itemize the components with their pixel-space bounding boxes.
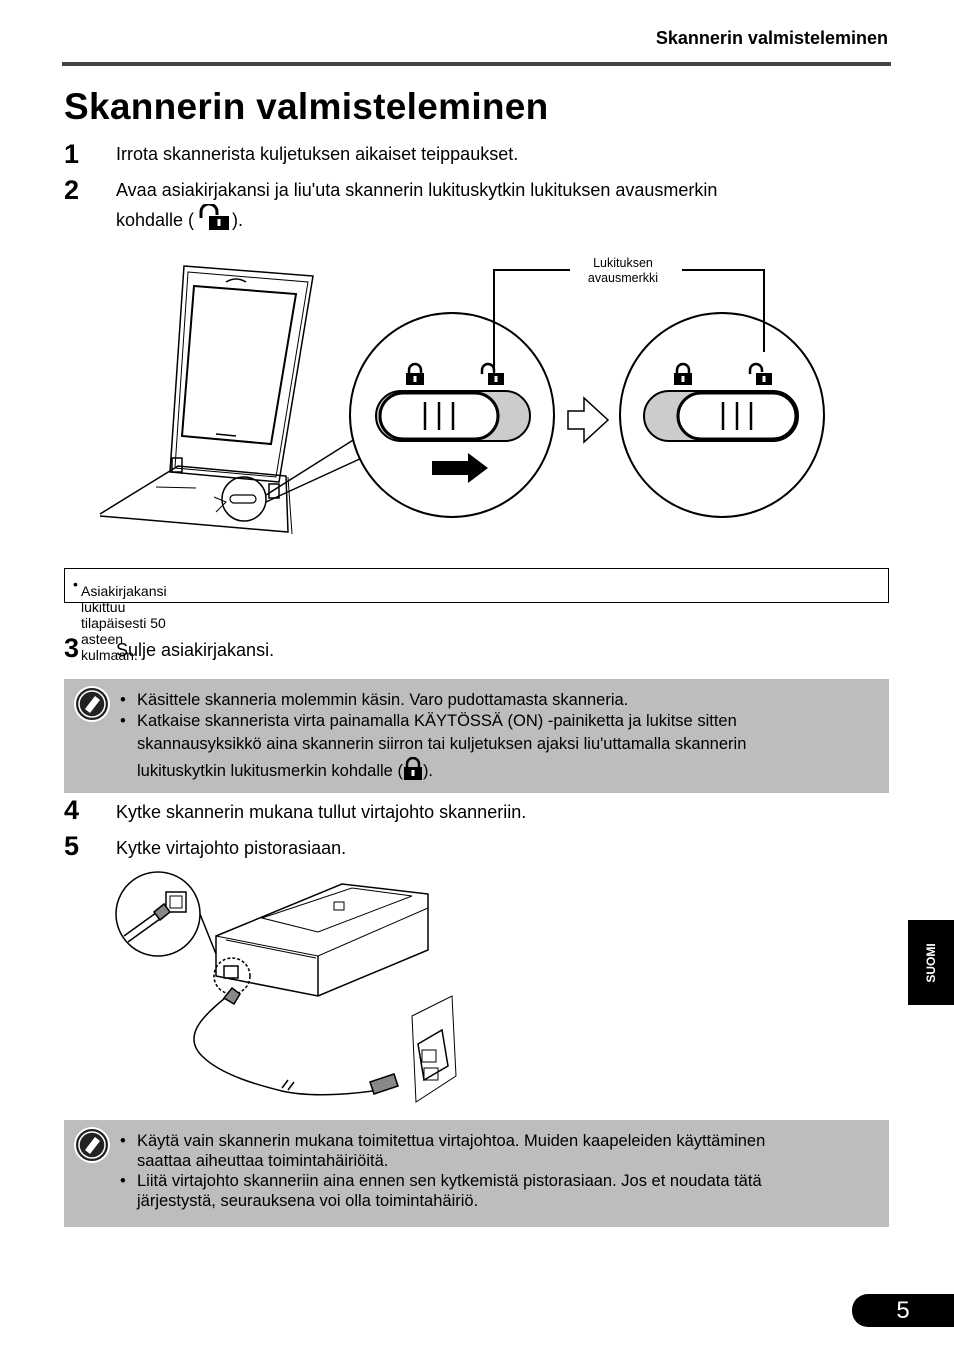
step-3-text: Sulje asiakirjakansi. (116, 640, 275, 660)
unlock-icon (748, 362, 772, 385)
caution-icon (74, 1127, 110, 1163)
caution-item-continued: skannausyksikkö aina skannerin siirron t… (137, 735, 747, 753)
header-rule (62, 62, 891, 66)
step-5-number: 5 (64, 831, 80, 861)
lock-switch-illustration (99, 265, 825, 534)
step-4-text: Kytke skannerin mukana tullut virtajohto… (116, 802, 527, 822)
running-header: Skannerin valmisteleminen (655, 28, 888, 48)
note-bullet: • Asiakirjakansi lukittuu tilapäisesti 5… (73, 576, 167, 663)
step-2-number: 2 (64, 175, 80, 205)
caution-item: Käsittele skanneria molemmin käsin. Varo… (120, 690, 746, 711)
caution-box: Käytä vain skannerin mukana toimitettua … (64, 1120, 889, 1227)
caution-item-continued: lukituskytkin lukitusmerkin kohdalle ( )… (120, 756, 746, 784)
step-2-text-post: ). (232, 210, 244, 230)
callout-line (682, 269, 765, 352)
caution-box: Käsittele skanneria molemmin käsin. Varo… (64, 679, 889, 793)
page-number-badge: 5 (852, 1294, 954, 1327)
lock-icon (406, 362, 424, 385)
right-arrow-icon (432, 453, 488, 483)
caution-icon (74, 686, 110, 722)
language-tab-label: SUOMI (924, 942, 938, 983)
page-title: Skannerin valmisteleminen (64, 86, 549, 127)
page-number: 5 (896, 1297, 910, 1324)
scanner-lid-drawing (99, 265, 314, 534)
unlock-icon (199, 202, 230, 230)
caution-item: Liitä virtajohto skanneriin aina ennen s… (120, 1171, 765, 1211)
step-5-text: Kytke virtajohto pistorasiaan. (116, 838, 347, 858)
power-cord-illustration (115, 871, 457, 1103)
lock-icon (674, 362, 692, 385)
caution-list: Käytä vain skannerin mukana toimitettua … (120, 1131, 765, 1211)
callout-label: Lukituksen avausmerkki (587, 256, 659, 285)
caution-item: Käytä vain skannerin mukana toimitettua … (120, 1131, 765, 1171)
zoom-circle-small (221, 476, 267, 522)
next-arrow-icon (567, 396, 610, 444)
step-4-number: 4 (64, 795, 80, 825)
step-1-text: Irrota skannerista kuljetuksen aikaiset … (116, 144, 519, 164)
note-box: • Asiakirjakansi lukittuu tilapäisesti 5… (64, 568, 889, 663)
caution-item: Katkaise skannerista virta painamalla KÄ… (120, 711, 746, 732)
step-2-text-pre: kohdalle ( (116, 210, 195, 230)
step-2-text-line1: Avaa asiakirjakansi ja liu'uta skannerin… (116, 180, 718, 200)
step-1-number: 1 (64, 139, 80, 169)
step-2-text-line2: kohdalle ( ). (116, 202, 244, 234)
caution-list: Käsittele skanneria molemmin käsin. Varo… (120, 690, 746, 784)
step-3-number: 3 (64, 633, 80, 663)
callout-line (493, 269, 570, 374)
lock-icon (403, 756, 422, 780)
language-tab: SUOMI (908, 920, 954, 1005)
scanner-body (215, 883, 429, 997)
